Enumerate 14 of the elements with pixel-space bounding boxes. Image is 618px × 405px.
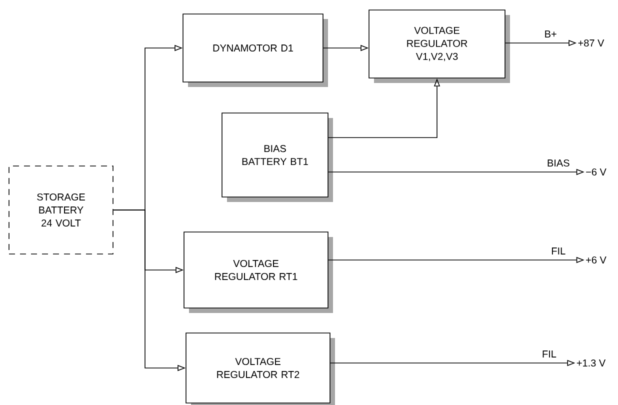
block-box: DYNAMOTOR D1 — [182, 14, 328, 87]
output-value: +1.3 V — [576, 359, 606, 367]
edge-label: FIL — [550, 246, 567, 256]
block-box: BIAS BATTERY BT1 — [222, 112, 333, 202]
source-box: STORAGE BATTERY 24 VOLT — [8, 166, 114, 254]
edge-label: FIL — [541, 350, 558, 358]
edge-label: BIAS — [546, 158, 571, 168]
block-box: VOLTAGE REGULATOR RT2 — [186, 332, 335, 405]
block-box: VOLTAGE REGULATOR V1,V2,V3 — [368, 10, 510, 83]
output-value: −6 V — [586, 168, 606, 176]
output-value: +87 V — [578, 39, 604, 47]
block-box: VOLTAGE REGULATOR RT1 — [184, 232, 333, 313]
output-value: +6 V — [586, 256, 606, 264]
edge-label: B+ — [543, 30, 558, 38]
